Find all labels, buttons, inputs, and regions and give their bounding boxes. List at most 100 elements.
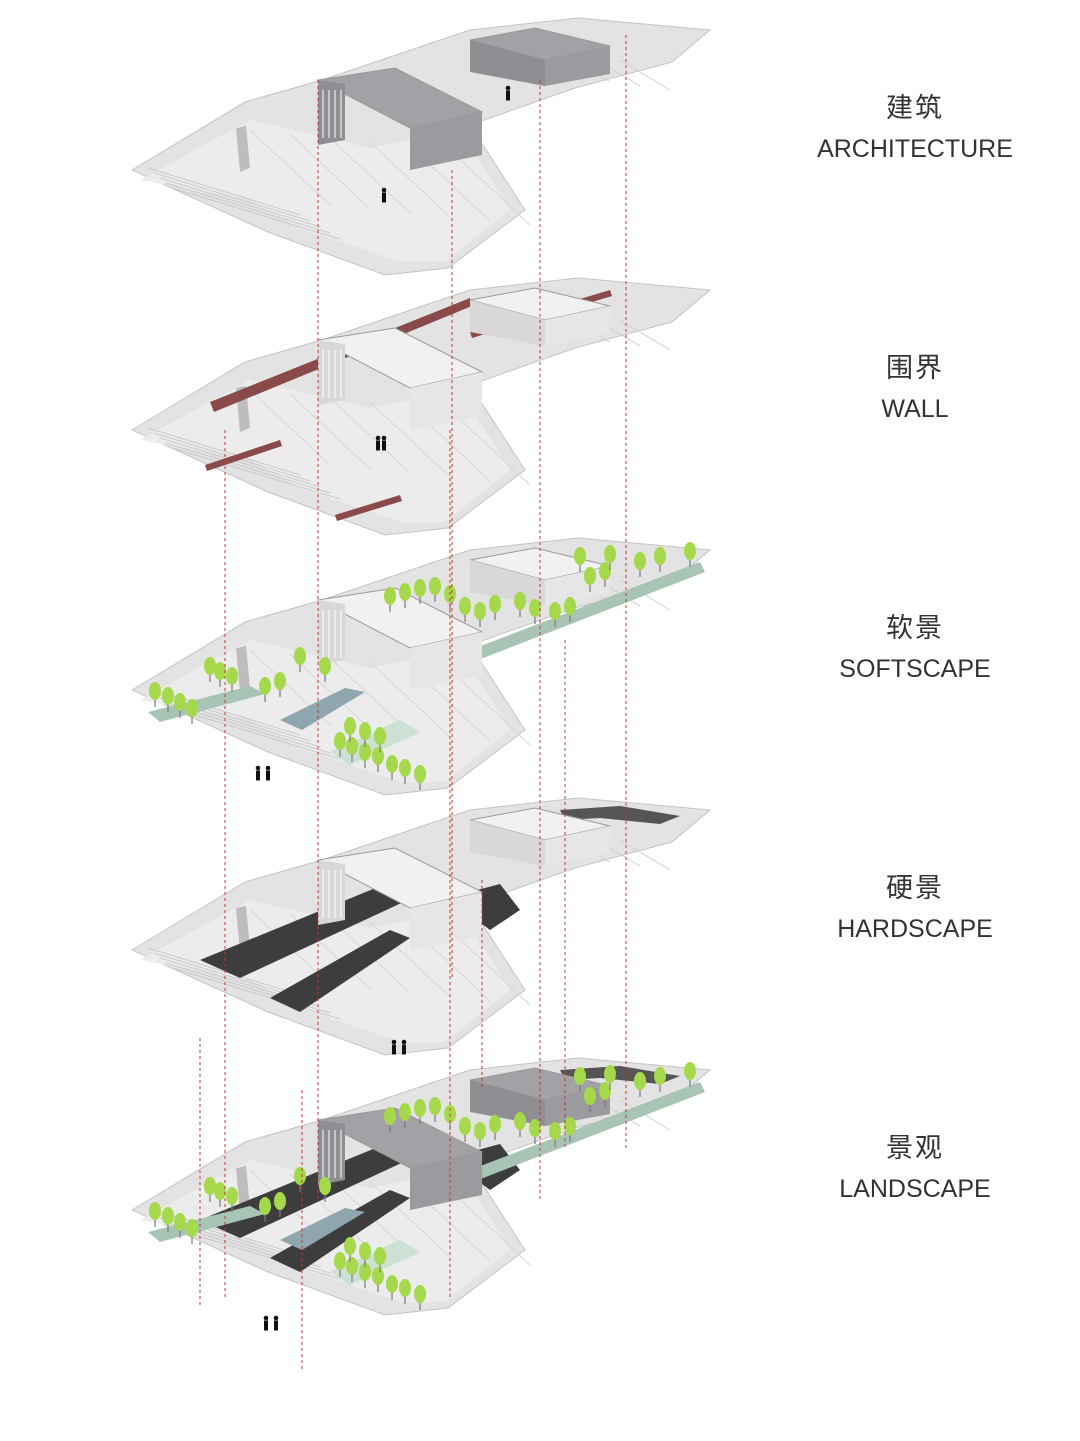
tree-canopy [372, 1267, 384, 1285]
tree [359, 722, 371, 747]
person-head [375, 435, 381, 441]
paving-line [449, 149, 531, 226]
tree-canopy [574, 1067, 586, 1085]
tree-canopy [274, 672, 286, 690]
gate-building-side [410, 1152, 482, 1210]
tree-canopy [684, 1062, 696, 1080]
tree [429, 577, 441, 602]
tree [564, 597, 576, 622]
tree [319, 1177, 331, 1202]
gate-building-side [410, 632, 482, 690]
gate-building-side [410, 112, 482, 170]
tree [414, 765, 426, 790]
person-figure [265, 765, 271, 781]
rear-building-facade [470, 300, 545, 346]
paving-line [369, 401, 451, 478]
tree [274, 672, 286, 697]
lawn-strip [470, 562, 705, 660]
tree [414, 1099, 426, 1124]
tree-canopy [359, 1242, 371, 1260]
gate-building-side [410, 372, 482, 430]
person-body [264, 1320, 268, 1331]
grid-line [619, 319, 671, 351]
tree [399, 583, 411, 608]
tree-canopy [529, 1119, 541, 1137]
tree-canopy [386, 1275, 398, 1293]
tree [149, 682, 161, 707]
tree [429, 1097, 441, 1122]
tree-canopy [549, 1122, 561, 1140]
tree-canopy [604, 1065, 616, 1083]
tree [374, 727, 386, 752]
tree-canopy [374, 1247, 386, 1265]
terrace-line [171, 447, 341, 500]
tree-canopy [414, 1099, 426, 1117]
paving-line [449, 669, 531, 746]
tree [346, 1257, 358, 1282]
tree-canopy [564, 597, 576, 615]
tree-canopy [226, 667, 238, 685]
tree-canopy [489, 595, 501, 613]
tree [584, 567, 596, 592]
paving-line [449, 929, 531, 1006]
tree-canopy [399, 583, 411, 601]
tree [334, 1252, 346, 1277]
tree [514, 1112, 526, 1137]
side-path [270, 1190, 410, 1272]
tree-canopy [429, 1097, 441, 1115]
paving-line [449, 1189, 531, 1266]
tree [294, 647, 306, 672]
layer-labels: 建筑 ARCHITECTURE 围界 WALL 软景 SOFTSCAPE 硬景 … [780, 0, 1050, 1441]
tree [274, 1192, 286, 1217]
person-figure [381, 187, 387, 203]
paving-line [449, 409, 531, 486]
tree [344, 717, 356, 742]
tree-canopy [459, 1117, 471, 1135]
person-head [505, 85, 511, 91]
tree [214, 1182, 226, 1207]
gate-building-facade [318, 600, 345, 665]
layer-hardscape [130, 797, 712, 1056]
layer-landscape [130, 1057, 712, 1331]
tree [599, 562, 611, 587]
lawn-strip [148, 1206, 265, 1242]
person-head [391, 1039, 397, 1045]
rear-building-facade [470, 820, 545, 866]
tree [204, 1177, 216, 1202]
person-figure [391, 1039, 397, 1055]
layer-softscape [130, 537, 712, 796]
monument-sculpture [236, 906, 250, 952]
gate-building-facade [318, 80, 345, 145]
tree [684, 542, 696, 567]
tree [149, 1202, 161, 1227]
gate-building-side [410, 892, 482, 950]
gate-building-facade [318, 860, 345, 925]
paving-line [249, 129, 331, 206]
layer-architecture [130, 17, 712, 276]
layer-label-en: LANDSCAPE [839, 1175, 991, 1203]
tree [459, 597, 471, 622]
tree-canopy [584, 1087, 596, 1105]
tree-canopy [259, 1197, 271, 1215]
tree [334, 732, 346, 757]
tree [384, 1107, 396, 1132]
tree-canopy [259, 677, 271, 695]
paving-line [369, 141, 451, 218]
layer-wall [130, 277, 712, 536]
tree-canopy [162, 1207, 174, 1225]
person-figure [381, 435, 387, 451]
lawn-strip [148, 686, 265, 722]
tree-canopy [372, 747, 384, 765]
tree-canopy [654, 1067, 666, 1085]
person-body [376, 440, 380, 451]
tree [226, 667, 238, 692]
side-path [270, 930, 410, 1012]
person-figure [505, 85, 511, 101]
tree-canopy [529, 599, 541, 617]
tree-canopy [489, 1115, 501, 1133]
person-body [382, 440, 386, 451]
layer-label-en: SOFTSCAPE [839, 655, 991, 683]
tree [549, 602, 561, 627]
tree-canopy [414, 765, 426, 783]
